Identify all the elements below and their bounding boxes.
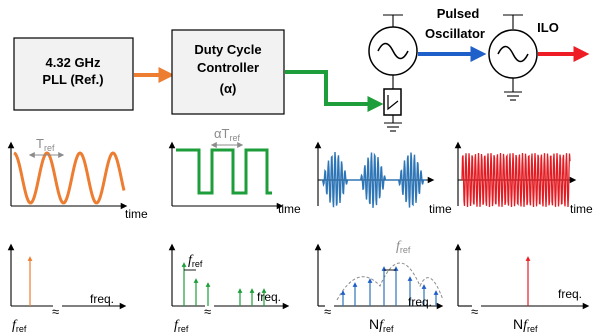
fref-label-2: fref [174,318,189,333]
ilo-oscillator [488,14,538,101]
freq-label-2: freq. [257,290,281,304]
time-plot-ilo: time [454,141,593,216]
fref-label-1: fref [12,318,27,333]
pulsed-label-line2: Oscillator [425,26,485,41]
axis-break-4: ≈ [471,304,478,319]
duty-cycle-controller-block: Duty Cycle Controller (α) [171,29,285,115]
dcc-label-line1: Duty Cycle [194,42,261,57]
axis-break-2: ≈ [204,304,211,319]
freq-label-4: freq. [558,287,582,301]
time-label-4: time [570,202,593,216]
dcc-to-switch-arrow [285,70,384,112]
pll-sine-wave [13,151,126,205]
dcc-label-line3: (α) [220,81,237,96]
axis-break-3: ≈ [324,304,331,319]
pulsed-spectral-lines [340,266,439,306]
time-plot-pll: Tref time [7,136,148,221]
time-plot-pulsed: time [314,141,452,216]
pulsed-oscillator [368,14,418,132]
freq-label-3: freq. [408,295,432,309]
freq-plot-pll: ≈ freq. fref [7,243,127,333]
time-label-1: time [125,207,148,221]
fref-label-2-top: fref [188,253,203,269]
ilo-label: ILO [537,20,559,35]
dcc-label-line2: Controller [197,60,259,75]
pulsed-label-line1: Pulsed [437,6,480,21]
duty-cycle-square-wave [176,148,272,195]
freq-plot-ilo: ≈ freq. Nfref [454,243,590,333]
dcc-spectral-lines [181,262,267,306]
fref-label-3-top: fref [396,239,411,255]
nfref-label-4: Nfref [513,316,538,333]
time-plot-dcc: αTref time [168,126,301,216]
alpha-tref-label: αTref [214,126,240,143]
pll-label-line1: 4.32 GHz [46,55,101,70]
pll-block: 4.32 GHz PLL (Ref.) [13,37,134,111]
switch-box [383,88,402,116]
freq-label-1: freq. [90,292,114,306]
axis-break-1: ≈ [52,304,59,319]
time-label-3: time [429,202,452,216]
ilo-output-wave [461,152,571,208]
freq-plot-pulsed: ≈ fref Nfref [314,239,444,333]
pll-label-line2: PLL (Ref.) [42,72,103,87]
tref-label: Tref [36,136,55,153]
sinc-envelope [336,262,444,301]
nfref-label-3: Nfref [369,316,394,333]
pulsed-oscillator-wave [321,151,426,208]
freq-plot-dcc: ≈ fref freq. fref [168,243,290,333]
time-label-2: time [278,202,301,216]
